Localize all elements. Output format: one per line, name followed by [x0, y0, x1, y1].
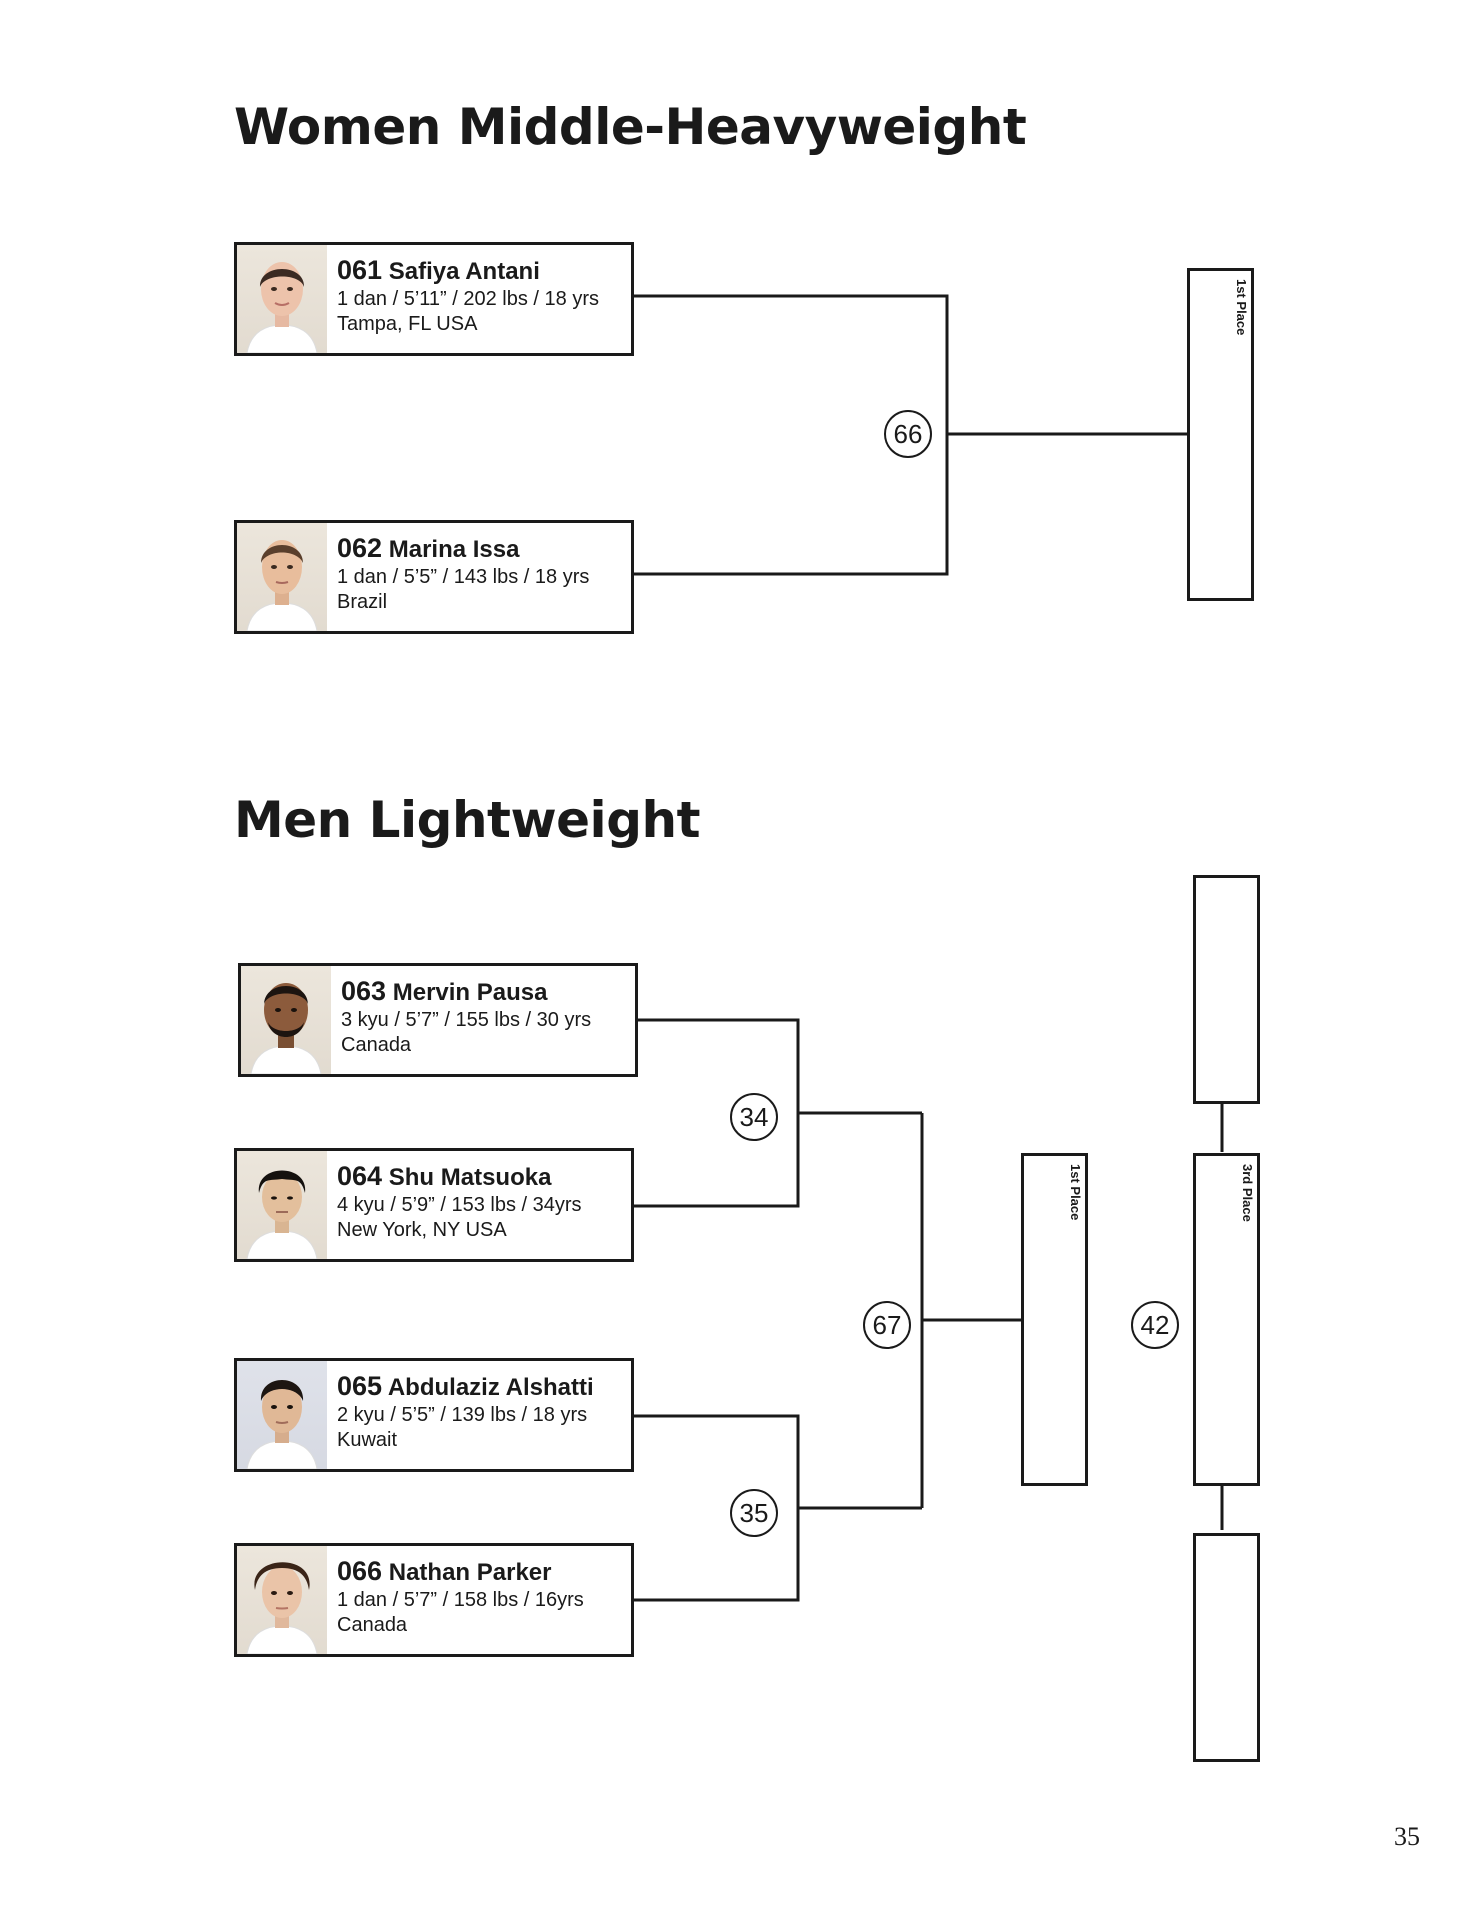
competitor-number: 066 [337, 1556, 383, 1586]
competitor-name: Abdulaziz Alshatti [387, 1374, 594, 1401]
competitor-stats: 1 dan / 5’11” / 202 lbs / 18 yrs [337, 288, 600, 310]
competitor-name: Mervin Pausa [392, 979, 548, 1006]
athlete-photo [237, 1546, 327, 1654]
competitor-name: Nathan Parker [388, 1559, 552, 1586]
competitor-card[interactable]: 063 Mervin Pausa 3 kyu / 5’7” / 155 lbs … [238, 963, 638, 1077]
competitor-stats: 1 dan / 5’5” / 143 lbs / 18 yrs [337, 566, 590, 588]
competitor-stats: 3 kyu / 5’7” / 155 lbs / 30 yrs [341, 1009, 592, 1031]
section-title: Men Lightweight [234, 791, 701, 849]
match-number: 42 [1131, 1301, 1179, 1349]
third-place-slot[interactable]: 3rd Place [1193, 1153, 1260, 1486]
competitor-stats: 4 kyu / 5’9” / 153 lbs / 34yrs [337, 1194, 582, 1216]
competitor-card[interactable]: 062 Marina Issa 1 dan / 5’5” / 143 lbs /… [234, 520, 634, 634]
competitor-number: 062 [337, 533, 383, 563]
competitor-number: 061 [337, 255, 383, 285]
section-title: Women Middle-Heavyweight [234, 98, 1027, 156]
first-place-slot[interactable]: 1st Place [1187, 268, 1254, 601]
competitor-card[interactable]: 064 Shu Matsuoka 4 kyu / 5’9” / 153 lbs … [234, 1148, 634, 1262]
competitor-location: Kuwait [337, 1429, 398, 1451]
page-number: 35 [1394, 1822, 1420, 1851]
competitor-number: 064 [337, 1161, 383, 1191]
bracket-slot-bottom[interactable] [1193, 1533, 1260, 1762]
competitor-location: Tampa, FL USA [337, 313, 478, 335]
athlete-photo [237, 245, 327, 353]
competitor-stats: 2 kyu / 5’5” / 139 lbs / 18 yrs [337, 1404, 588, 1426]
match-number: 35 [730, 1489, 778, 1537]
match-number: 34 [730, 1093, 778, 1141]
bracket-slot-top[interactable] [1193, 875, 1260, 1104]
match-number: 67 [863, 1301, 911, 1349]
athlete-photo [237, 523, 327, 631]
match-number: 66 [884, 410, 932, 458]
athlete-photo [241, 966, 331, 1074]
athlete-photo [237, 1361, 327, 1469]
competitor-card[interactable]: 065 Abdulaziz Alshatti 2 kyu / 5’5” / 13… [234, 1358, 634, 1472]
competitor-stats: 1 dan / 5’7” / 158 lbs / 16yrs [337, 1589, 584, 1611]
competitor-name: Safiya Antani [388, 258, 540, 285]
competitor-number: 065 [337, 1371, 383, 1401]
competitor-location: New York, NY USA [337, 1219, 507, 1241]
competitor-card[interactable]: 061 Safiya Antani 1 dan / 5’11” / 202 lb… [234, 242, 634, 356]
competitor-location: Canada [341, 1034, 412, 1056]
competitor-location: Canada [337, 1614, 408, 1636]
competitor-name: Shu Matsuoka [388, 1164, 552, 1191]
first-place-slot[interactable]: 1st Place [1021, 1153, 1088, 1486]
athlete-photo [237, 1151, 327, 1259]
competitor-name: Marina Issa [388, 536, 520, 563]
competitor-card[interactable]: 066 Nathan Parker 1 dan / 5’7” / 158 lbs… [234, 1543, 634, 1657]
place-label: 1st Place [1234, 279, 1249, 336]
competitor-location: Brazil [337, 591, 388, 613]
place-label: 1st Place [1068, 1164, 1083, 1221]
place-label: 3rd Place [1240, 1164, 1255, 1222]
competitor-number: 063 [341, 976, 387, 1006]
